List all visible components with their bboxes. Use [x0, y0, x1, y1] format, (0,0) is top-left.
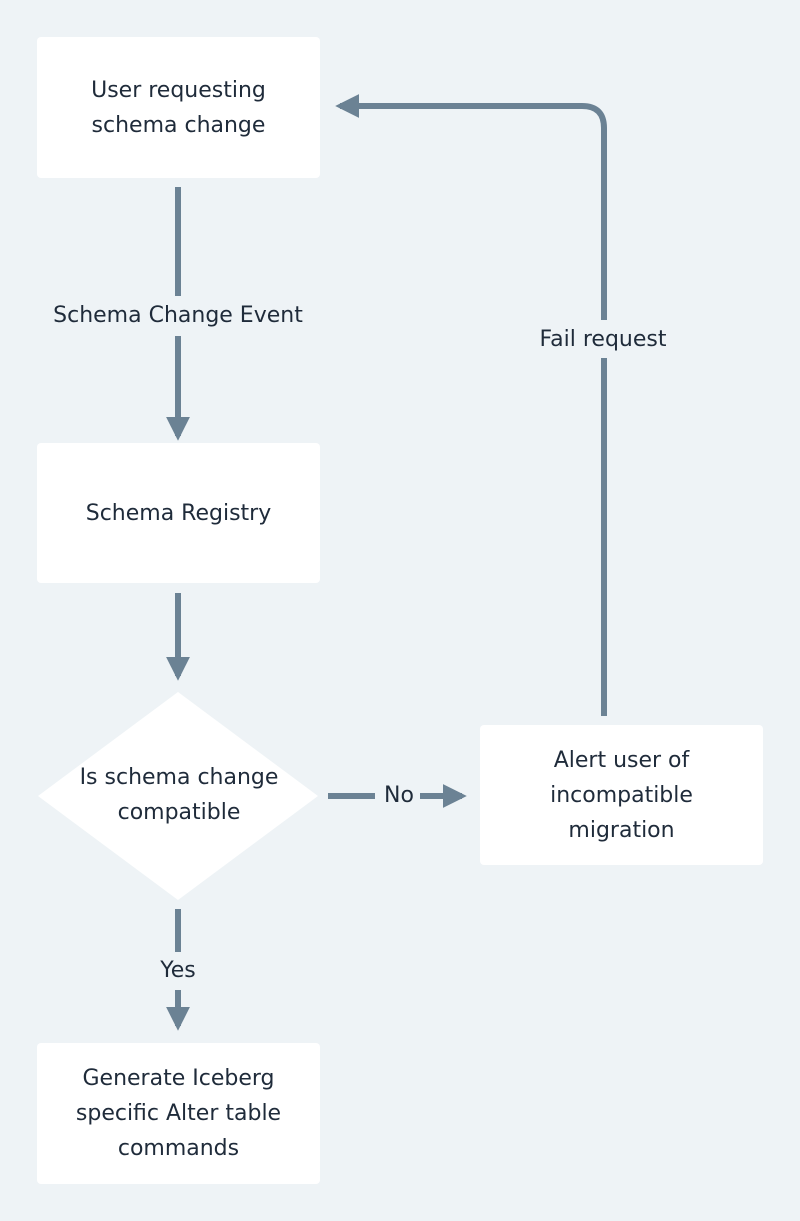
connector-fail-upper	[335, 94, 607, 320]
node-alert-user: Alert user of incompatible migration	[480, 725, 763, 865]
node-schema-registry-label: Schema Registry	[85, 500, 272, 526]
node-generate-commands-label: Generate Iceberg specific Alter table co…	[75, 1066, 282, 1161]
edge-label-schema-change-event: Schema Change Event	[48, 301, 308, 331]
edge-label-yes: Yes	[150, 956, 206, 986]
node-schema-registry: Schema Registry	[37, 443, 320, 583]
decision-label: Is schema change compatible	[79, 765, 279, 825]
node-alert-user-label: Alert user of incompatible migration	[550, 747, 693, 843]
decision-diamond	[38, 692, 318, 900]
edge-label-no: No	[378, 781, 420, 811]
node-user-request-label: User requesting schema change	[91, 77, 266, 138]
edge-label-fail-request: Fail request	[528, 325, 678, 355]
node-generate-commands: Generate Iceberg specific Alter table co…	[37, 1043, 320, 1184]
node-user-request: User requesting schema change	[37, 37, 320, 178]
